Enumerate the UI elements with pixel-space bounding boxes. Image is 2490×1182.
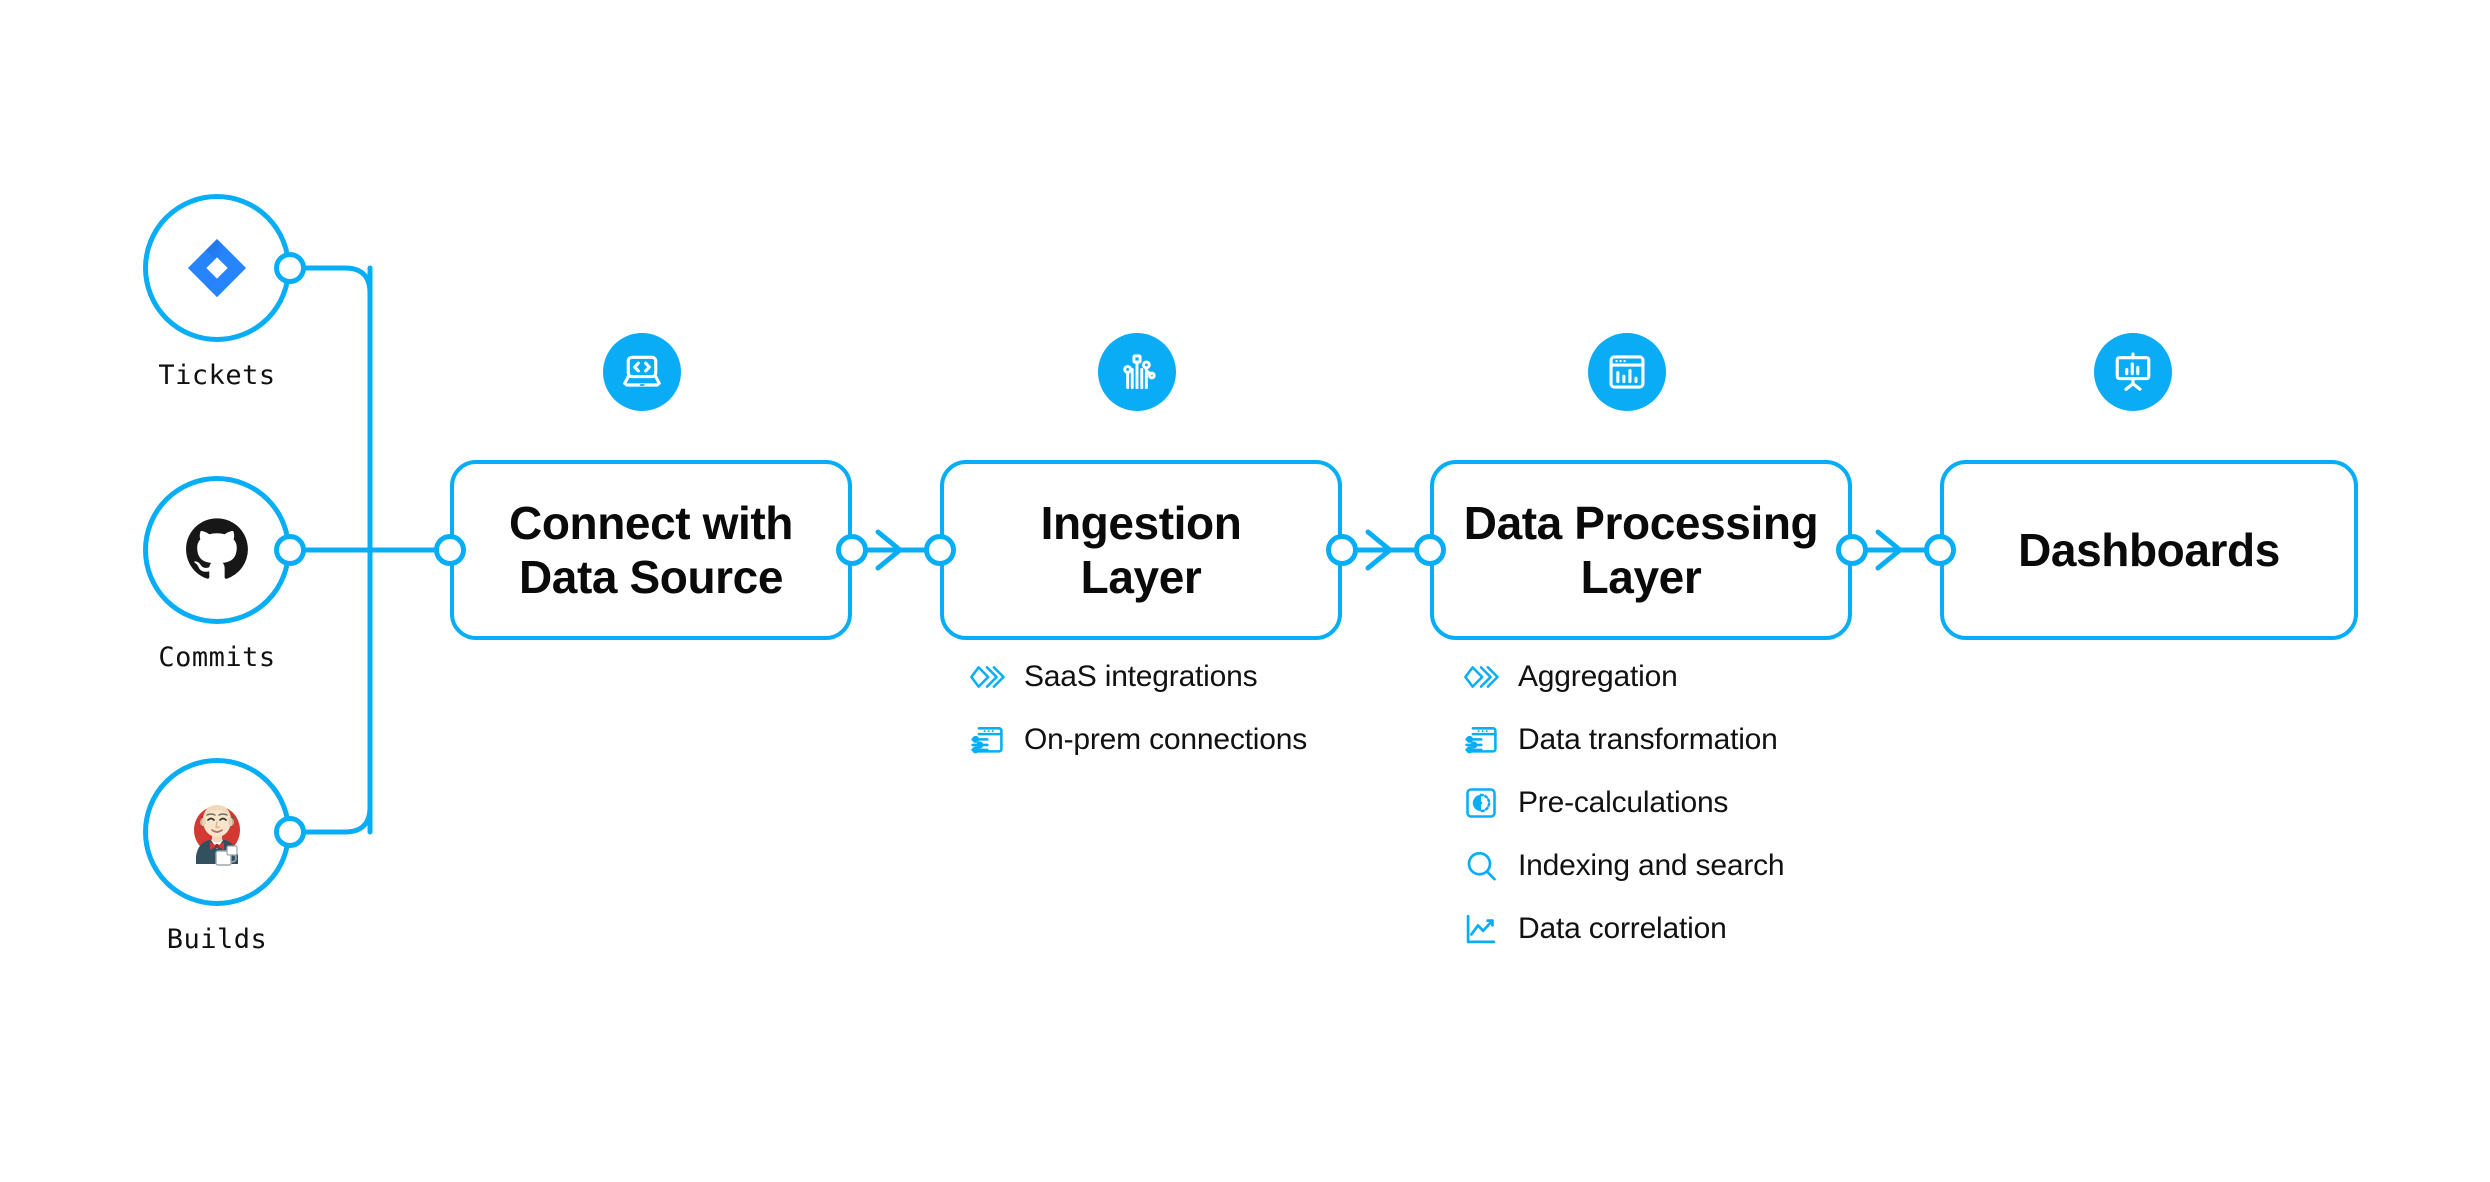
stage-box-data-processing-layer[interactable]: Data Processing Layer [1430,460,1852,640]
stage-box-connect-with-data-source[interactable]: Connect with Data Source [450,460,852,640]
arrow-stage3-stage4 [1875,529,1903,571]
feature-label: On-prem connections [1024,723,1308,756]
feature-item[interactable]: On-prem connections [968,718,1307,762]
laptop-code-icon [603,333,681,411]
feature-label: Aggregation [1518,660,1678,693]
circuit-nodes-icon [1098,333,1176,411]
jenkins-icon [178,793,256,871]
port-stage1-in [434,534,466,566]
port-tickets [274,252,306,284]
arrow-stage1-stage2 [875,529,903,571]
wire-builds [287,572,373,835]
port-stage2-out [1326,534,1358,566]
port-stage3-in [1414,534,1446,566]
port-stage1-out [836,534,868,566]
stacked-chevrons-icon [1462,658,1500,696]
window-sliders-icon [1462,721,1500,759]
port-stage3-out [1836,534,1868,566]
source-label-tickets: Tickets [158,360,276,391]
feature-list-data-processing: Aggregation Data transformation [1462,655,1785,951]
feature-item[interactable]: Data correlation [1462,907,1784,951]
feature-item[interactable]: Aggregation [1462,655,1784,699]
feature-label: Data transformation [1518,723,1778,756]
feature-item[interactable]: Pre-calculations [1462,781,1784,825]
stage-title-line1: Ingestion [1040,496,1242,549]
jira-icon [178,229,256,307]
source-ring [143,476,291,624]
source-node-commits[interactable]: Commits [143,476,291,673]
port-builds [274,816,306,848]
stage-title-line1: Data Processing [1463,496,1819,549]
window-sliders-icon [968,721,1006,759]
magnifier-icon [1462,847,1500,885]
source-label-commits: Commits [158,642,276,673]
stage-box-dashboards[interactable]: Dashboards [1940,460,2358,640]
stage-title: Ingestion Layer [1023,496,1260,605]
port-stage4-in [1924,534,1956,566]
stage-title-line1: Connect with [509,496,793,549]
stage-title-line2: Layer [1580,551,1702,603]
stage-title-line2: Layer [1080,551,1202,603]
window-barchart-icon [1588,333,1666,411]
stage-title: Dashboards [2000,523,2298,577]
port-commits [274,534,306,566]
stacked-chevrons-icon [968,658,1006,696]
stage-title-line1: Dashboards [2018,523,2280,576]
feature-label: SaaS integrations [1024,660,1258,693]
arrow-stage2-stage3 [1365,529,1393,571]
source-node-builds[interactable]: Builds [143,758,291,955]
wire-tickets [287,265,373,528]
source-label-builds: Builds [166,924,268,955]
line-chart-icon [1462,910,1500,948]
feature-item[interactable]: Indexing and search [1462,844,1785,888]
feature-item[interactable]: SaaS integrations [968,655,1307,699]
presentation-chart-icon [2094,333,2172,411]
stage-title-line2: Data Source [518,551,784,603]
gauge-square-icon [1462,784,1500,822]
feature-label: Pre-calculations [1518,786,1729,819]
stage-title: Data Processing Layer [1446,496,1836,605]
stage-box-ingestion-layer[interactable]: Ingestion Layer [940,460,1342,640]
port-stage2-in [924,534,956,566]
source-node-tickets[interactable]: Tickets [143,194,291,391]
feature-item[interactable]: Data transformation [1462,718,1784,762]
feature-label: Indexing and search [1518,849,1785,882]
github-icon [178,511,256,589]
feature-list-ingestion: SaaS integrations On-prem connections [968,655,1307,762]
feature-label: Data correlation [1518,912,1727,945]
stage-title: Connect with Data Source [491,496,811,605]
